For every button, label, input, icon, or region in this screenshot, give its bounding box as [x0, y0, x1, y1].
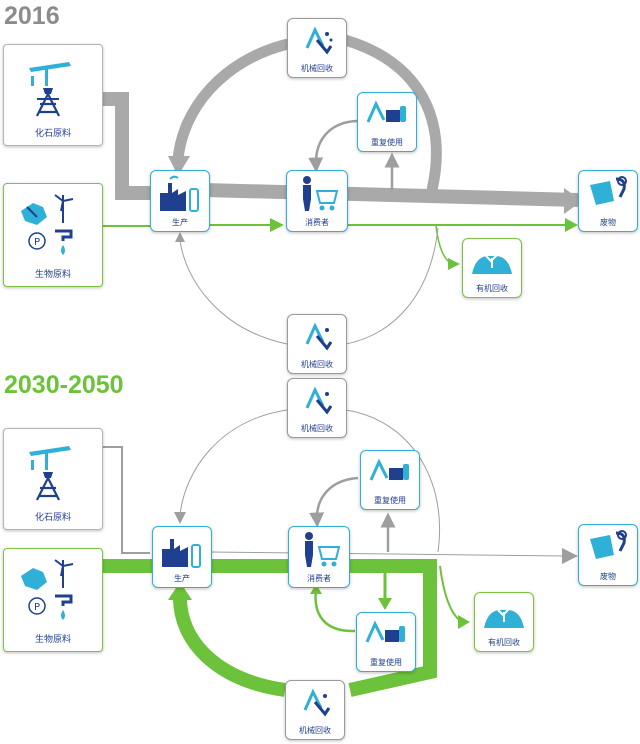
- waste-label-2050: 废物: [600, 572, 616, 581]
- trash-bin-icon: [579, 525, 637, 571]
- loop-mech-top: [172, 34, 442, 192]
- consumer-label: 消费者: [305, 218, 329, 227]
- recycle-icon: [288, 19, 346, 63]
- reuse-top-label-2050: 重复使用: [374, 496, 406, 505]
- fossil-feedstock-2050: 化石原料: [3, 428, 103, 530]
- svg-text:P: P: [34, 602, 40, 613]
- organic-recycle-2050: 有机回收: [474, 592, 534, 652]
- bio-label: 生物原料: [34, 270, 71, 280]
- production-label-2050: 生产: [174, 574, 190, 583]
- plant-leaf-icon: P: [4, 549, 102, 632]
- oil-pump-icon: [4, 429, 102, 510]
- consumer-2016: 消费者: [286, 170, 348, 232]
- flows-2016: [103, 34, 582, 345]
- mech-recycle-top-2050: 机械回收: [287, 378, 347, 438]
- plant-leaf-icon: P: [4, 184, 102, 267]
- reuse-bottom-2050: 重复使用: [356, 612, 416, 672]
- mech-recycle-bottom-2016: 机械回收: [287, 314, 347, 374]
- organic-recycle-2016: 有机回收: [462, 238, 522, 298]
- recycle-icon: [357, 613, 415, 657]
- fossil-feedstock-2016: 化石原料: [3, 44, 103, 146]
- fossil-label-2050: 化石原料: [34, 513, 71, 523]
- shopper-cart-icon: [289, 527, 349, 573]
- year-label-2016: 2016: [4, 2, 60, 30]
- production-label: 生产: [172, 218, 188, 227]
- waste-label: 废物: [600, 218, 616, 227]
- flows-2050: [103, 409, 578, 697]
- mech-bottom-label-2050: 机械回收: [299, 726, 331, 735]
- bio-feedstock-2050: P 生物原料: [3, 548, 103, 652]
- consumer-2050: 消费者: [288, 526, 350, 588]
- mech-top-label: 机械回收: [301, 64, 333, 73]
- reuse-label: 重复使用: [371, 138, 403, 147]
- mech-bottom-label: 机械回收: [301, 360, 333, 369]
- recycle-icon: [361, 451, 419, 495]
- consumer-label-2050: 消费者: [307, 574, 331, 583]
- mech-recycle-bottom-2050: 机械回收: [285, 680, 345, 740]
- recycle-icon: [288, 315, 346, 359]
- flow-main-grey-head: [564, 188, 582, 214]
- recycle-icon: [358, 93, 416, 137]
- flow-main-grey: [167, 182, 579, 207]
- factory-icon: [153, 527, 211, 573]
- recycle-icon: [288, 379, 346, 423]
- organic-label-2050: 有机回收: [488, 638, 520, 647]
- trash-bin-icon: [579, 171, 637, 217]
- recycle-icon: [286, 681, 344, 725]
- compost-icon: [463, 239, 521, 283]
- flow-fossil-to-main: [103, 92, 168, 200]
- compost-icon: [475, 593, 533, 637]
- mech-recycle-top-2016: 机械回收: [287, 18, 347, 78]
- reuse-top-2050: 重复使用: [360, 450, 420, 510]
- reuse-bottom-label-2050: 重复使用: [370, 658, 402, 667]
- organic-label: 有机回收: [476, 284, 508, 293]
- fossil-label: 化石原料: [34, 129, 71, 139]
- bio-label-2050: 生物原料: [34, 635, 71, 645]
- oil-pump-icon: [4, 45, 102, 126]
- mech-top-label-2050: 机械回收: [301, 424, 333, 433]
- year-label-2030-2050: 2030-2050: [4, 371, 124, 399]
- shopper-cart-icon: [287, 171, 347, 217]
- production-2050: 生产: [152, 526, 212, 588]
- production-2016: 生产: [150, 170, 210, 232]
- svg-text:P: P: [34, 237, 40, 248]
- waste-2050: 废物: [578, 524, 638, 586]
- waste-2016: 废物: [578, 170, 638, 232]
- bio-feedstock-2016: P 生物原料: [3, 183, 103, 287]
- factory-icon: [151, 171, 209, 217]
- reuse-2016: 重复使用: [357, 92, 417, 152]
